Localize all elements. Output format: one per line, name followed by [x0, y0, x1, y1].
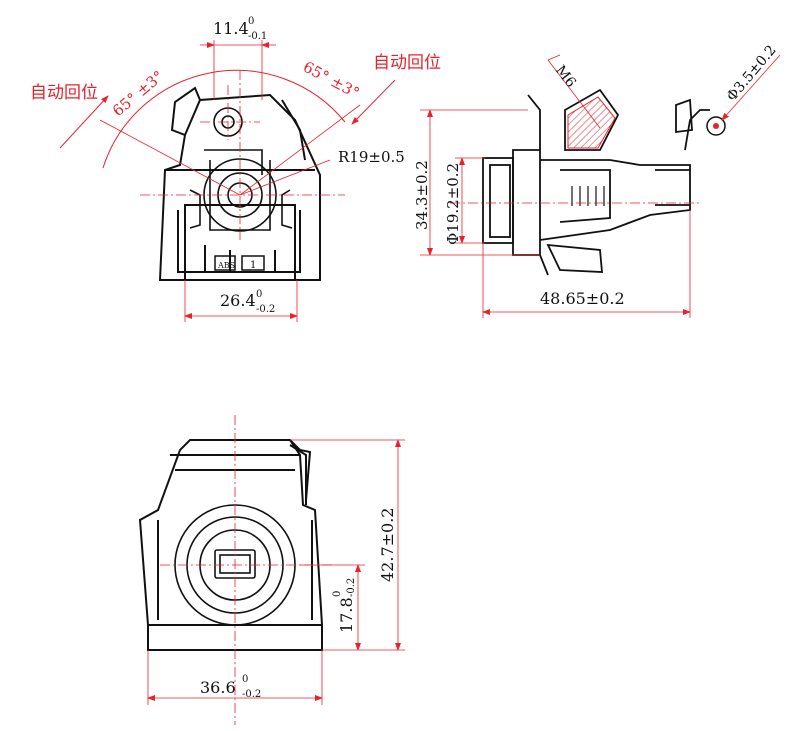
hole-label: Φ3.5±0.2: [724, 42, 780, 104]
dim-width-bottom-main: 26.4: [220, 291, 256, 310]
top-right-view: M6 Φ3.5±0.2 34.3±0.2 Φ19.2±0.2 48.65±0.2: [413, 42, 781, 318]
dim-width-top-lower: -0.1: [248, 31, 267, 42]
dim-diameter-lines: [455, 157, 485, 244]
dim-width-bottom-upper: 0: [256, 289, 262, 300]
r19-leader: [239, 159, 331, 196]
r19-arc: [102, 69, 346, 169]
mark-1: 1: [250, 260, 256, 271]
dim-height-total-lines: [290, 439, 405, 651]
dim-width-lines: [147, 650, 323, 705]
dim-width-top-lines: [200, 40, 276, 100]
dim-length-lines: [482, 210, 691, 318]
dim-width-lower: -0.2: [242, 689, 261, 700]
thread-hatch: [567, 96, 616, 149]
dim-width-main: 36.6: [200, 678, 236, 697]
hole-circle: [706, 116, 726, 136]
dim-width-bottom-lines: [184, 280, 298, 322]
bottom-view: 42.7±0.2 17.8 0 -0.2 36.6 0 -0.2: [138, 415, 405, 725]
dim-height-partial-upper: 0: [332, 591, 343, 597]
angle-line-left: [99, 119, 241, 196]
dim-height-partial-main: 17.8: [337, 597, 356, 633]
top-left-centerlines: [140, 70, 345, 240]
auto-return-arrow-right: [351, 79, 396, 125]
m6-leader: [547, 54, 601, 129]
angle-line-right: [239, 104, 361, 196]
top-left-view: 11.4 0 -0.1 26.4 0 -0.2 自动回位 自动回位 65° ±3…: [30, 16, 441, 322]
dim-width-top-upper: 0: [248, 16, 254, 27]
mark-abs: ABS: [217, 261, 235, 270]
dim-height-partial-lower: -0.2: [346, 578, 357, 597]
radius-label: R19±0.5: [338, 148, 405, 166]
hole-leader: [721, 54, 781, 121]
dim-width-bottom-lower: -0.2: [256, 304, 275, 315]
dim-height-total-label: 42.7±0.2: [378, 508, 397, 582]
front-body-outline: [138, 439, 323, 651]
dim-width-top-main: 11.4: [213, 19, 249, 38]
thread-label: M6: [552, 63, 579, 91]
angle-right-label: 65° ±3°: [300, 58, 362, 103]
auto-return-arrow-left: [59, 95, 109, 149]
dim-height-outer-label: 34.3±0.2: [413, 160, 431, 230]
dim-height-partial-lines: [300, 564, 365, 651]
auto-return-label-right: 自动回位: [373, 53, 441, 73]
dim-diameter-label: Φ19.2±0.2: [444, 163, 462, 245]
dim-length-label: 48.65±0.2: [540, 289, 625, 308]
dim-width-upper: 0: [242, 674, 248, 685]
hole-center: [713, 123, 719, 129]
auto-return-label-left: 自动回位: [30, 83, 98, 103]
side-view-outline: [482, 88, 710, 276]
dim-height-outer-lines: [420, 109, 540, 256]
